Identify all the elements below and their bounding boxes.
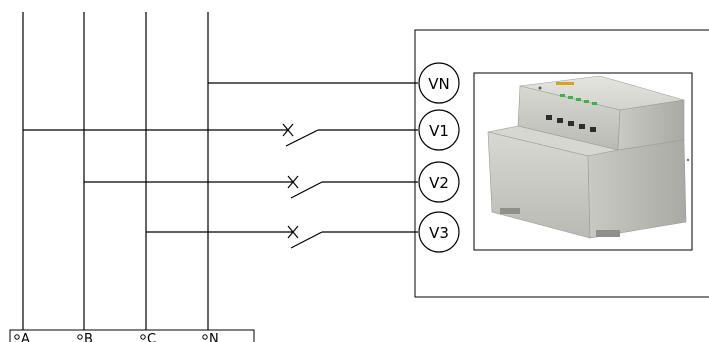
breaker-contact-v2 xyxy=(290,181,323,199)
svg-text:B: B xyxy=(84,332,93,342)
svg-text:N: N xyxy=(209,332,219,342)
bus-label-bracket xyxy=(9,329,255,342)
svg-text:A: A xyxy=(21,332,30,342)
bus-label-a: A xyxy=(14,332,30,342)
svg-text:V3: V3 xyxy=(429,224,449,242)
svg-text:V1: V1 xyxy=(429,122,449,140)
device-led-strip xyxy=(556,82,597,105)
wire-v2 xyxy=(84,175,418,199)
bus-label-n: N xyxy=(202,332,219,342)
terminal-v3: V3 xyxy=(418,211,460,253)
breaker-cross-v1 xyxy=(282,123,294,137)
svg-text:C: C xyxy=(147,332,156,342)
meter-enclosure xyxy=(414,29,709,298)
terminal-v2: V2 xyxy=(418,161,460,203)
bus-label-b: B xyxy=(77,332,93,342)
breaker-cross-v3 xyxy=(287,225,299,239)
breaker-contact-v1 xyxy=(285,129,319,147)
terminal-vn: VN xyxy=(418,62,460,104)
breaker-cross-v2 xyxy=(287,175,299,189)
bus-label-c: C xyxy=(140,332,156,342)
terminal-v1: V1 xyxy=(418,109,460,151)
wire-v3 xyxy=(146,225,418,249)
breaker-contact-v3 xyxy=(290,231,323,249)
energy-meter-device-icon xyxy=(487,75,690,239)
wire-v1 xyxy=(23,123,418,147)
svg-text:VN: VN xyxy=(428,75,449,93)
svg-text:V2: V2 xyxy=(429,174,449,192)
